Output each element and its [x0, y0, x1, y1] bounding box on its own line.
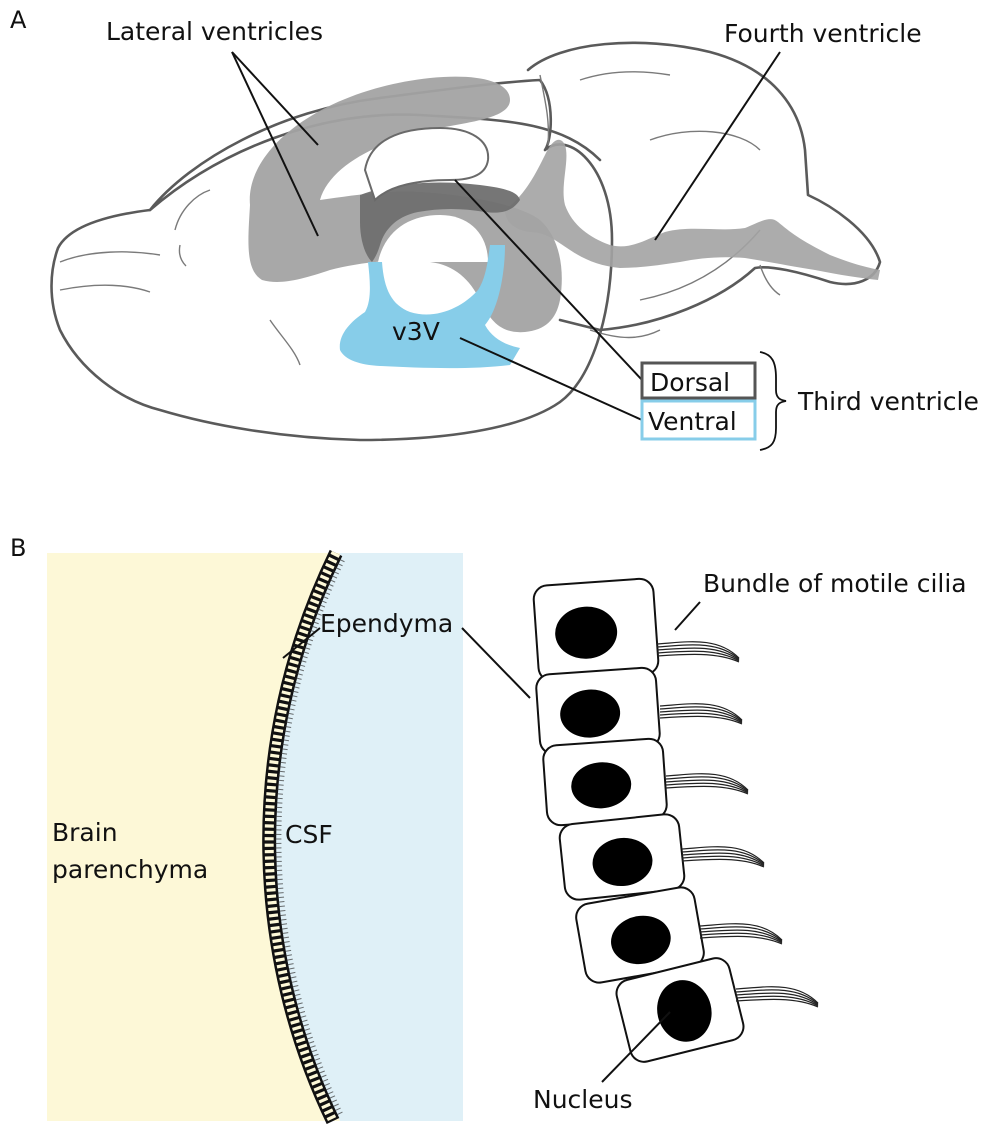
third-ventricle-label: Third ventricle — [797, 387, 979, 416]
cilia-bundle — [682, 847, 764, 867]
lateral-ventricles-leader-1 — [232, 52, 318, 145]
ependymal-cell — [558, 813, 685, 901]
bundle-of-motile-cilia-label: Bundle of motile cilia — [703, 569, 967, 598]
ependymal-cell — [533, 578, 659, 682]
fourth-ventricle-leader — [655, 52, 780, 240]
cilia-bundle — [700, 924, 782, 944]
cilia-bundle — [666, 774, 748, 794]
ventral-third-ventricle-shape — [340, 245, 520, 368]
third-ventricle-brace — [760, 352, 786, 450]
cilia-bundle — [660, 704, 742, 724]
cilium — [736, 996, 818, 1006]
cilium — [657, 651, 739, 661]
ventral-label: Ventral — [648, 407, 737, 436]
brain-parenchyma-label-line1: Brain — [52, 818, 118, 847]
fourth-ventricle-shape — [505, 140, 880, 280]
ependymal-cell — [542, 738, 667, 826]
fourth-ventricle-label: Fourth ventricle — [724, 19, 922, 48]
cilium — [666, 783, 748, 793]
cilia-leader — [675, 602, 700, 630]
csf-label: CSF — [285, 820, 333, 849]
ependyma-label: Ependyma — [320, 609, 453, 638]
ependyma-leader-long — [462, 628, 530, 698]
panel-b-label: B — [10, 534, 26, 562]
lateral-ventricles-label: Lateral ventricles — [106, 17, 323, 46]
panel-a-label: A — [10, 6, 27, 34]
cilia-bundle — [657, 642, 739, 662]
ependymal-cells — [533, 578, 747, 1065]
v3v-label: v3V — [392, 317, 440, 346]
brain-parenchyma-label-line2: parenchyma — [52, 855, 208, 884]
nucleus-label: Nucleus — [533, 1085, 633, 1114]
cilium — [682, 856, 764, 866]
dorsal-label: Dorsal — [650, 368, 730, 397]
cilium — [660, 713, 742, 723]
cilia-bundle — [736, 987, 818, 1007]
cilium — [700, 933, 782, 943]
